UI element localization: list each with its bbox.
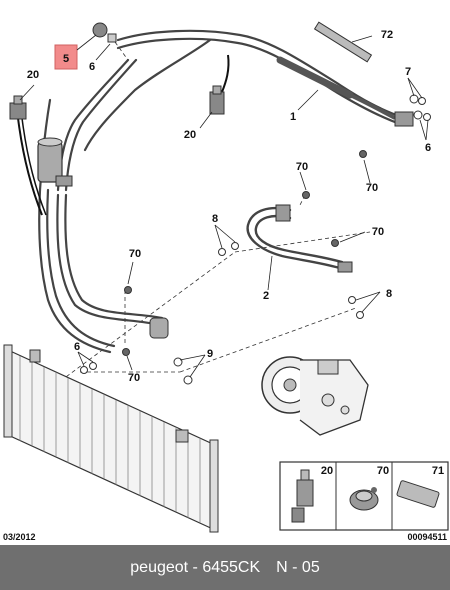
hose-2-fitting (337, 261, 353, 273)
legend-label-20: 20 (321, 465, 333, 477)
nut-70-right (359, 150, 367, 158)
hose-1-right-fitting (394, 94, 431, 127)
dashed-guide-lines (54, 41, 371, 411)
callout-7[interactable]: 7 (405, 66, 411, 78)
callout-20-left[interactable]: 20 (27, 69, 39, 81)
callout-70-mid[interactable]: 70 (296, 161, 308, 173)
callout-72[interactable]: 72 (381, 29, 393, 41)
o-rings-8 (218, 242, 364, 319)
pressure-switch-20-right (209, 85, 225, 115)
nut-70-mid (302, 191, 310, 199)
pressure-switch-20-left (9, 95, 27, 120)
hose-2-clamp (275, 204, 291, 222)
ac-hose-diagram: 5 6 72 7 1 20 20 6 70 70 8 70 70 2 8 6 9… (3, 21, 449, 542)
callout-9[interactable]: 9 (207, 348, 213, 360)
plug-72 (313, 21, 373, 63)
nut-70-left (124, 286, 132, 294)
legend-label-70: 70 (377, 465, 389, 477)
callout-8-right[interactable]: 8 (386, 288, 392, 300)
left-pipes (38, 98, 164, 354)
leader-lines (19, 34, 429, 378)
nut-70-rear (331, 239, 339, 247)
legend-part-20-clip (291, 469, 314, 523)
callout-2[interactable]: 2 (263, 290, 269, 302)
compressor (261, 356, 369, 436)
o-rings-6-lower (80, 362, 97, 374)
legend-part-71-plug (396, 480, 440, 508)
legend-part-70-nut (349, 487, 379, 511)
date-stamp: 03/2012 (3, 532, 36, 542)
callout-70-lower[interactable]: 70 (128, 372, 140, 384)
legend-box: 20 70 71 (279, 461, 449, 531)
callout-20-right[interactable]: 20 (184, 129, 196, 141)
footer-brand: peugeot (130, 558, 189, 576)
callout-6-lower[interactable]: 6 (74, 341, 80, 353)
cable-20-left (17, 117, 43, 216)
hose-1-end (349, 93, 396, 120)
reference-stamp: 00094511 (407, 532, 447, 542)
callout-6-right[interactable]: 6 (425, 142, 431, 154)
receiver-drier (37, 137, 73, 187)
fitting-5 (92, 22, 117, 43)
callout-70-rear[interactable]: 70 (372, 226, 384, 238)
condenser (3, 344, 219, 533)
legend-label-71: 71 (432, 465, 444, 477)
hose-1 (56, 29, 407, 192)
hose-1-sleeve (276, 56, 354, 99)
footer-part-number: 6455CK (202, 558, 261, 576)
lower-pipe-fitting (149, 317, 169, 339)
callout-70-right[interactable]: 70 (366, 182, 378, 194)
callout-6-top[interactable]: 6 (89, 61, 95, 73)
callout-1[interactable]: 1 (290, 111, 296, 123)
cable-20-right (221, 54, 230, 93)
hose-2 (246, 206, 344, 270)
callout-8-mid[interactable]: 8 (212, 213, 218, 225)
callout-70-left[interactable]: 70 (129, 248, 141, 260)
nut-70-lower (122, 348, 130, 356)
callout-5[interactable]: 5 (63, 53, 69, 65)
footer-page: N - 05 (276, 558, 320, 576)
highlight-box-5 (54, 44, 78, 70)
